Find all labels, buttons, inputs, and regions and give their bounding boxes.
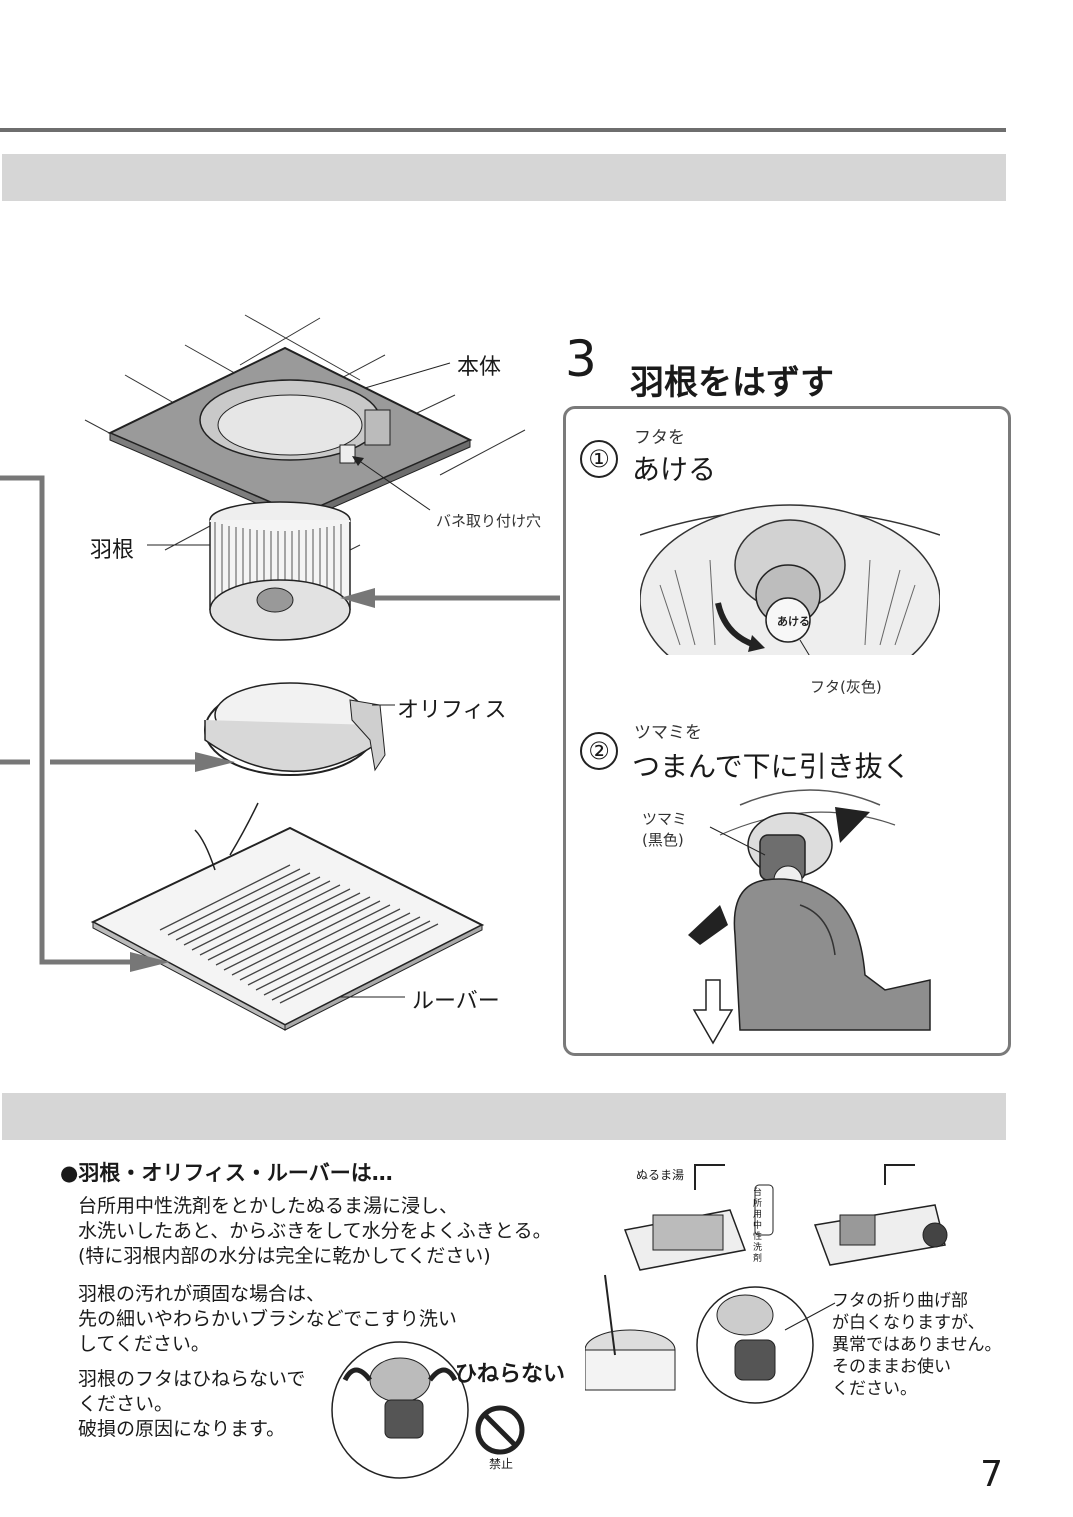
label-orifice: オリフィス [397, 698, 507, 723]
substep-2-small: ツマミを [634, 723, 702, 743]
section-band-top [2, 154, 1006, 201]
knob-callout-line1: ツマミ [642, 810, 688, 828]
cleaning-paragraph-2: 羽根の汚れが頑固な場合は、 先の細いやわらかいブラシなどでこすり洗い してくださ… [78, 1283, 457, 1355]
no-twist-label: ひねらない [455, 1362, 566, 1387]
header-rule [0, 128, 1006, 132]
page-number: 7 [980, 1454, 1003, 1495]
cleaning-paragraph-3: 羽根のフタはひねらないで ください。 破損の原因になります。 [78, 1368, 306, 1440]
cleaning-heading: ●羽根・オリフィス・ルーバーは… [60, 1161, 393, 1185]
lukewarm-water-bubble: ぬるま湯 [636, 1168, 685, 1182]
substep-1-instruction: あける [632, 453, 717, 486]
label-fan: 羽根 [90, 538, 135, 563]
step-panel [563, 406, 1011, 1056]
label-louver: ルーバー [412, 989, 500, 1014]
substep-1-number: ① [580, 440, 618, 478]
step-title: 羽根をはずす [630, 363, 834, 403]
section-band-bottom [2, 1093, 1006, 1140]
label-spring-hole: バネ取り付け穴 [436, 512, 542, 530]
substep-2-number: ② [580, 732, 618, 770]
pull-knob-illustration [688, 789, 931, 1045]
step-number: 3 [565, 330, 597, 388]
knob-callout-line2: (黒色) [642, 831, 684, 849]
cap-knob-text: あける [777, 615, 810, 628]
exploded-diagram [0, 314, 560, 1031]
detergent-bottle-label: 台所用中性洗剤 [753, 1188, 763, 1264]
cap-whitening-note: フタの折り曲げ部 が白くなりますが、 異常ではありません。 そのままお使い くだ… [832, 1291, 1002, 1399]
substep-1-small: フタを [634, 428, 685, 448]
prohibited-label: 禁止 [489, 1457, 514, 1471]
washing-illustrations [585, 1164, 948, 1404]
open-cap-illustration: あける [640, 495, 940, 655]
cap-callout: フタ(灰色) [810, 678, 882, 696]
substep-2-instruction: つまんで下に引き抜く [632, 750, 911, 783]
cleaning-paragraph-1: 台所用中性洗剤をとかしたぬるま湯に浸し、 水洗いしたあと、からぶきをして水分をよ… [78, 1195, 552, 1267]
label-body: 本体 [457, 355, 502, 380]
do-not-twist-illustration [331, 1341, 525, 1479]
